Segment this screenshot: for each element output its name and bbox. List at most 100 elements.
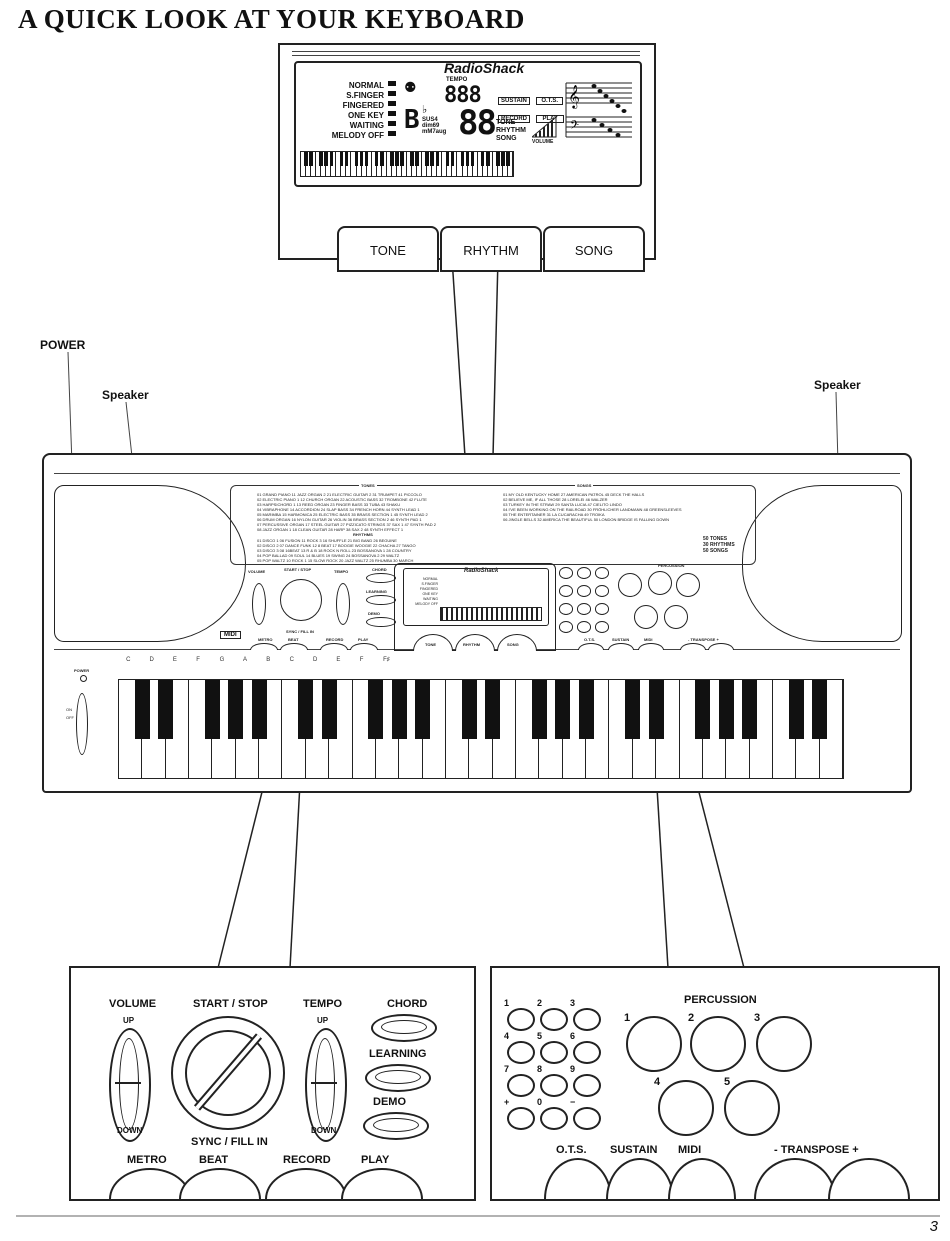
black-key[interactable] xyxy=(742,680,758,739)
lcd-key-segment xyxy=(311,152,317,176)
metronome-icon: ⚉ xyxy=(404,79,417,95)
percussion-pad-4[interactable] xyxy=(658,1080,714,1136)
kb-lcd-bezel: RadioShack NORMAL S.FINGER FINGERED ONE … xyxy=(394,563,556,651)
black-key[interactable] xyxy=(134,680,150,739)
black-key[interactable] xyxy=(718,680,734,739)
black-key[interactable] xyxy=(251,680,267,739)
black-key[interactable] xyxy=(788,680,804,739)
transpose-down-button[interactable] xyxy=(754,1158,836,1199)
demo-button[interactable] xyxy=(363,1112,429,1140)
percussion-pad-3[interactable] xyxy=(756,1016,812,1072)
black-key[interactable] xyxy=(204,680,220,739)
kb-demo-button[interactable] xyxy=(366,617,396,627)
kb-pad-1[interactable] xyxy=(618,573,642,597)
midi-button[interactable] xyxy=(668,1158,736,1199)
black-key[interactable] xyxy=(648,680,664,739)
black-key[interactable] xyxy=(391,680,407,739)
start-stop-button[interactable] xyxy=(171,1016,285,1130)
black-key[interactable] xyxy=(461,680,477,739)
kb-transpose-up[interactable] xyxy=(708,643,734,650)
learning-button[interactable] xyxy=(365,1064,431,1092)
keypad-key-2[interactable] xyxy=(576,567,591,579)
black-key[interactable] xyxy=(415,680,431,739)
transpose-up-button[interactable] xyxy=(828,1158,910,1199)
kb-ots-button[interactable] xyxy=(578,643,604,650)
kb-transpose-down[interactable] xyxy=(680,643,706,650)
black-key[interactable] xyxy=(485,680,501,739)
keypad-key-10[interactable] xyxy=(558,621,573,633)
keypad-key-5[interactable] xyxy=(539,1041,568,1065)
keypad-key-1[interactable] xyxy=(506,1008,535,1032)
keypad-key-3[interactable] xyxy=(594,567,609,579)
play-button[interactable] xyxy=(341,1168,423,1199)
tone-button[interactable]: TONE xyxy=(337,226,439,272)
totals: 50 TONES 30 RHYTHMS 50 SONGS xyxy=(703,536,735,554)
beat-button[interactable] xyxy=(179,1168,261,1199)
keypad-key-8[interactable] xyxy=(576,603,591,615)
keypad-key-4[interactable] xyxy=(558,585,573,597)
keypad-key-2[interactable] xyxy=(539,1008,568,1032)
percussion-pad-1[interactable] xyxy=(626,1016,682,1072)
keypad-key-12[interactable] xyxy=(594,621,609,633)
kb-sustain-button[interactable] xyxy=(608,643,634,650)
keypad-key-1[interactable] xyxy=(558,567,573,579)
kb-midi-button[interactable] xyxy=(638,643,664,650)
black-key[interactable] xyxy=(625,680,641,739)
keypad-key-6[interactable] xyxy=(572,1041,601,1065)
percussion-pad-2[interactable] xyxy=(690,1016,746,1072)
black-key[interactable] xyxy=(368,680,384,739)
keypad-key-7[interactable] xyxy=(506,1074,535,1098)
kb-pad-3[interactable] xyxy=(676,573,700,597)
keypad-key-11[interactable] xyxy=(576,621,591,633)
kb-keypad xyxy=(556,567,628,639)
kb-tempo-rocker[interactable] xyxy=(336,583,350,625)
ots-button[interactable] xyxy=(544,1158,612,1199)
tempo-rocker[interactable] xyxy=(305,1028,347,1142)
kb-pad-5[interactable] xyxy=(664,605,688,629)
sustain-button[interactable] xyxy=(606,1158,674,1199)
lcd-black-segment xyxy=(470,152,475,166)
kb-pad-4[interactable] xyxy=(634,605,658,629)
keypad-key-3[interactable] xyxy=(572,1008,601,1032)
volume-rocker[interactable] xyxy=(109,1028,151,1142)
lcd-black-segment xyxy=(485,152,490,166)
kb-record-button[interactable] xyxy=(320,643,348,650)
black-key[interactable] xyxy=(695,680,711,739)
keypad-key-7[interactable] xyxy=(558,603,573,615)
kb-pad-2[interactable] xyxy=(648,571,672,595)
black-key[interactable] xyxy=(298,680,314,739)
black-key[interactable] xyxy=(812,680,828,739)
black-key[interactable] xyxy=(158,680,174,739)
keypad-key-4[interactable] xyxy=(506,1041,535,1065)
power-switch[interactable] xyxy=(76,693,88,755)
keypad-key-9[interactable] xyxy=(572,1074,601,1098)
record-button[interactable] xyxy=(265,1168,347,1199)
keypad-key-9[interactable] xyxy=(594,603,609,615)
kb-volume-rocker[interactable] xyxy=(252,583,266,625)
kb-start-stop-dial[interactable] xyxy=(280,579,322,621)
black-key[interactable] xyxy=(555,680,571,739)
lcd-black-segment xyxy=(496,152,500,166)
kb-learning-button[interactable] xyxy=(366,595,396,605)
keypad-key-label: 4 xyxy=(504,1031,510,1041)
kb-metro-button[interactable] xyxy=(250,643,278,650)
rhythm-button[interactable]: RHYTHM xyxy=(440,226,542,272)
chord-button[interactable] xyxy=(371,1014,437,1042)
song-button[interactable]: SONG xyxy=(543,226,645,272)
keypad-key-11[interactable] xyxy=(539,1107,568,1131)
keypad-key-10[interactable] xyxy=(506,1107,535,1131)
keypad-key-6[interactable] xyxy=(594,585,609,597)
keypad-key-12[interactable] xyxy=(572,1107,601,1131)
lcd-black-segment xyxy=(339,152,344,166)
kb-chord-button[interactable] xyxy=(366,573,396,583)
lcd-black-segment xyxy=(390,152,394,166)
black-key[interactable] xyxy=(321,680,337,739)
kb-beat-button[interactable] xyxy=(280,643,308,650)
keypad-key-8[interactable] xyxy=(539,1074,568,1098)
black-key[interactable] xyxy=(228,680,244,739)
kb-play-button[interactable] xyxy=(350,643,378,650)
black-key[interactable] xyxy=(531,680,547,739)
keypad-key-5[interactable] xyxy=(576,585,591,597)
percussion-pad-5[interactable] xyxy=(724,1080,780,1136)
black-key[interactable] xyxy=(578,680,594,739)
